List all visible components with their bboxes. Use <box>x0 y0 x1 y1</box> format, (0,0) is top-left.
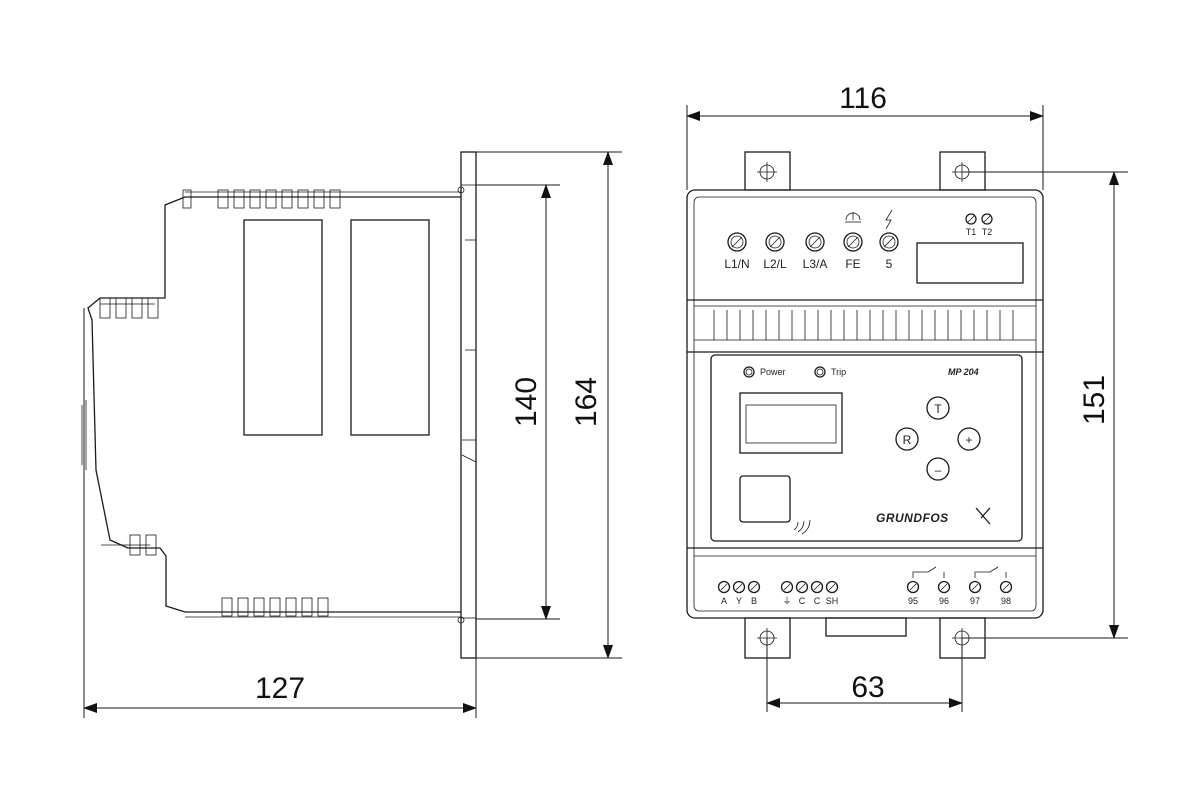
reset-button[interactable] <box>895 427 919 451</box>
plus-button[interactable] <box>957 427 981 451</box>
side-top-vents <box>99 189 341 319</box>
ir-window <box>739 475 791 523</box>
terminal-label-l1n: L1/N <box>724 257 749 271</box>
top-terminal-block: L1/N L2/L L3/A FE 5 <box>724 209 899 271</box>
ground-icon <box>845 212 861 223</box>
model-label: MP 204 <box>948 367 979 377</box>
terminal-label-l3a: L3/A <box>803 257 828 271</box>
terminal-label-a: A <box>721 596 727 606</box>
dimension-63: 63 <box>766 638 963 712</box>
terminal-label-sh: SH <box>826 596 839 606</box>
terminal-label-95: 95 <box>908 596 918 606</box>
dimension-label-151: 151 <box>1078 375 1111 425</box>
brand-logo-text: GRUNDFOS <box>876 511 949 525</box>
dimension-label-116: 116 <box>839 82 887 115</box>
control-panel <box>710 354 1023 542</box>
relay-contact-icon <box>912 566 945 578</box>
side-bottom-vents <box>129 534 329 617</box>
terminal-label-98: 98 <box>1001 596 1011 606</box>
minus-button[interactable] <box>926 457 950 481</box>
trip-led <box>814 366 826 378</box>
mounting-tab-top-right <box>939 151 986 191</box>
terminal-label-5: 5 <box>886 257 893 271</box>
keypad: T R + – <box>895 396 981 481</box>
reset-button-label: R <box>903 433 912 447</box>
bottom-clip <box>825 617 907 637</box>
mounting-tab-top-left <box>744 151 791 191</box>
dimension-label-63: 63 <box>851 671 884 704</box>
terminal-label-t1: T1 <box>966 227 977 237</box>
side-panel-left <box>243 219 323 436</box>
test-button-label: T <box>934 402 942 416</box>
dimension-116: 116 <box>686 82 1044 190</box>
front-vent-fins <box>694 310 1036 341</box>
terminal-label-y: Y <box>736 596 742 606</box>
dimension-label-164: 164 <box>570 377 603 427</box>
bottom-terminal-block-right: 95 96 97 98 <box>906 566 1013 606</box>
power-led <box>743 366 755 378</box>
dimension-151: 151 <box>962 171 1128 639</box>
terminal-label-c1: C <box>799 596 806 606</box>
terminal-label-l2l: L2/L <box>763 257 787 271</box>
dimension-127: 127 <box>83 308 477 718</box>
terminal-label-fe: FE <box>845 257 860 271</box>
lightning-icon <box>885 209 893 230</box>
dimension-164: 164 <box>476 151 622 659</box>
front-view: L1/N L2/L L3/A FE 5 T1 T2 Power <box>686 151 1044 659</box>
minus-button-label: – <box>935 463 942 477</box>
bottom-terminal-block-left: A Y B ⏚ C C SH <box>717 580 839 606</box>
side-panel-right <box>350 219 430 436</box>
terminal-label-97: 97 <box>970 596 980 606</box>
lcd-display <box>739 392 843 454</box>
terminal-label-96: 96 <box>939 596 949 606</box>
terminal-label-c2: C <box>814 596 821 606</box>
trip-label: Trip <box>831 367 846 377</box>
dimension-label-127: 127 <box>255 672 305 705</box>
brand-logo-icon <box>975 507 991 525</box>
dimension-140: 140 <box>476 184 560 620</box>
terminal-label-t2: T2 <box>982 227 993 237</box>
thermistor-terminals: T1 T2 <box>965 213 993 237</box>
wireless-icon <box>793 519 811 535</box>
relay-contact-icon <box>974 566 1007 578</box>
test-button[interactable] <box>926 396 950 420</box>
dimension-label-140: 140 <box>510 377 543 427</box>
terminal-label-b: B <box>751 596 757 606</box>
plus-button-label: + <box>965 433 972 447</box>
side-view <box>81 151 477 659</box>
top-label-window <box>916 242 1024 284</box>
terminal-label-ground: ⏚ <box>782 596 791 606</box>
power-label: Power <box>760 367 786 377</box>
